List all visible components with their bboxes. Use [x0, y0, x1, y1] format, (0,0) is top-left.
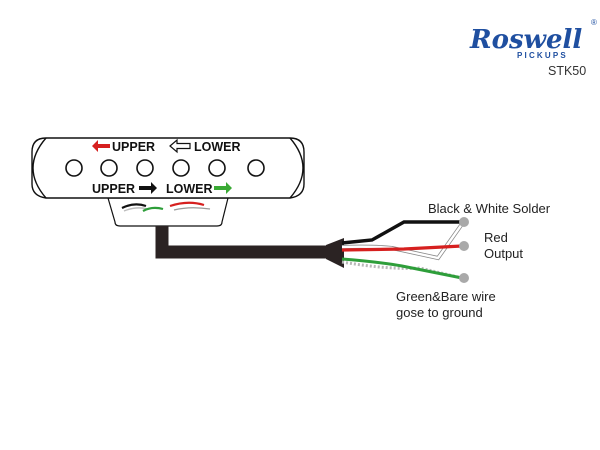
ground-label-line-2: gose to ground	[396, 305, 483, 320]
red-arrow-left-icon	[92, 140, 110, 152]
main-cable	[155, 226, 332, 259]
lower-bottom-label: LOWER	[166, 182, 213, 196]
black-wire	[341, 220, 462, 245]
pickup-end-left	[32, 137, 47, 199]
lead-wires	[341, 220, 464, 280]
pole-piece	[172, 159, 190, 177]
brand-name: Roswell	[469, 25, 582, 55]
brand-logo: Roswell ® PICKUPS	[469, 18, 597, 60]
white-coil-lead-2	[173, 207, 211, 211]
pole-piece	[100, 159, 118, 177]
red-label: Red	[484, 230, 508, 245]
pole-piece	[65, 159, 83, 177]
coil-leads	[121, 201, 211, 212]
black-arrow-right-icon	[139, 182, 157, 194]
lower-top-label: LOWER	[194, 140, 241, 154]
green-arrow-right-icon	[214, 182, 232, 194]
pole-piece	[247, 159, 265, 177]
cable-breakout	[326, 238, 344, 268]
model-number: STK50	[548, 64, 586, 78]
ground-label-line-1: Green&Bare wire	[396, 289, 496, 304]
solder-label: Black & White Solder	[428, 201, 551, 216]
hollow-arrow-left-icon	[169, 138, 191, 154]
black-coil-lead	[121, 203, 147, 209]
solder-terminal	[459, 217, 469, 227]
red-coil-lead	[169, 201, 205, 208]
upper-top-label: UPPER	[112, 140, 155, 154]
green-wire	[341, 257, 463, 280]
pickup-end-right	[289, 137, 304, 199]
pole-piece	[136, 159, 154, 177]
brand-sub: PICKUPS	[517, 51, 568, 60]
green-coil-lead	[142, 206, 164, 212]
output-label: Output	[484, 246, 523, 261]
red-wire	[341, 244, 463, 252]
registered-mark: ®	[591, 18, 597, 27]
upper-bottom-label: UPPER	[92, 182, 135, 196]
pole-pieces	[65, 159, 265, 177]
pole-piece	[208, 159, 226, 177]
ground-terminal	[459, 273, 469, 283]
output-terminal	[459, 241, 469, 251]
pickup-tab	[107, 197, 229, 227]
